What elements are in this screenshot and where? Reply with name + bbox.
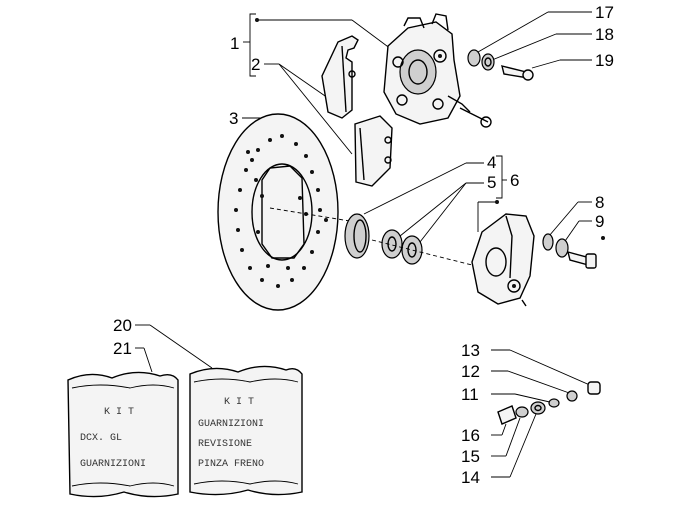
leader-21b bbox=[143, 347, 153, 373]
part-12 bbox=[566, 390, 578, 402]
callout-14: 14 bbox=[461, 468, 480, 487]
leader-17b bbox=[477, 11, 549, 53]
disc-holes bbox=[234, 134, 328, 288]
seal-5a bbox=[381, 229, 403, 259]
caliper-fittings bbox=[467, 49, 534, 81]
leader-14b bbox=[509, 413, 537, 478]
leader-9-dot bbox=[601, 236, 605, 240]
brake-pad-lower bbox=[354, 115, 393, 187]
callout-8: 8 bbox=[595, 193, 604, 212]
leader-16b bbox=[501, 423, 507, 436]
leader-2a bbox=[278, 63, 329, 99]
callout-4: 4 bbox=[487, 153, 496, 172]
leader-4b bbox=[363, 162, 467, 215]
part-15 bbox=[515, 406, 529, 418]
callout-13: 13 bbox=[461, 341, 480, 360]
bag-right-line3: REVISIONE bbox=[198, 439, 252, 450]
callout-18: 18 bbox=[595, 25, 614, 44]
callout-19: 19 bbox=[595, 51, 614, 70]
part-16 bbox=[497, 405, 517, 425]
leader-18b bbox=[491, 33, 557, 61]
leader-2b bbox=[278, 63, 353, 155]
bag-right-line2: GUARNIZIONI bbox=[198, 419, 264, 430]
leader-5a bbox=[399, 182, 467, 237]
part-13 bbox=[587, 381, 601, 395]
leader-5b bbox=[419, 182, 467, 243]
leader-6-dot bbox=[495, 200, 499, 204]
callout-1: 1 bbox=[230, 34, 239, 53]
callout-3: 3 bbox=[229, 109, 238, 128]
washer-8 bbox=[542, 233, 554, 251]
washer-17 bbox=[467, 49, 481, 67]
small-hardware-set bbox=[497, 381, 601, 425]
callout-15: 15 bbox=[461, 447, 480, 466]
bag-right-line1: K I T bbox=[224, 397, 254, 408]
leader-8b bbox=[548, 201, 579, 237]
leader-20b bbox=[149, 324, 213, 369]
callout-16: 16 bbox=[461, 426, 480, 445]
callout-20: 20 bbox=[113, 316, 132, 335]
bag-left-line1: K I T bbox=[104, 407, 134, 418]
callout-11: 11 bbox=[461, 385, 479, 404]
axis-line-disc bbox=[269, 207, 357, 223]
brake-caliper bbox=[383, 13, 492, 128]
washer-18 bbox=[481, 53, 495, 71]
leader-19b bbox=[531, 59, 561, 69]
callout-5: 5 bbox=[487, 173, 496, 192]
bag-right-line4: PINZA FRENO bbox=[198, 459, 264, 470]
part-14 bbox=[530, 401, 546, 415]
kit-bag-left: K I T DCX. GL GUARNIZIONI bbox=[67, 371, 179, 498]
callout-12: 12 bbox=[461, 362, 480, 381]
leader-11b bbox=[514, 393, 555, 404]
washer-9 bbox=[555, 238, 569, 258]
callout-17: 17 bbox=[595, 3, 614, 22]
callout-6: 6 bbox=[510, 171, 519, 190]
part-11 bbox=[548, 398, 560, 408]
callout-21: 21 bbox=[113, 339, 132, 358]
seal-5b bbox=[401, 235, 423, 265]
kit-bag-right: K I T GUARNIZIONI REVISIONE PINZA FRENO bbox=[189, 365, 303, 496]
leader-1-dot bbox=[255, 18, 259, 22]
callout-9: 9 bbox=[595, 212, 604, 231]
brake-disc bbox=[217, 113, 357, 311]
bracket-item-1 bbox=[249, 13, 256, 77]
bracket-items-4-5 bbox=[496, 155, 503, 199]
piston-seals bbox=[344, 213, 477, 267]
callout-labels: 1 2 3 4 5 6 8 9 11 12 13 14 15 16 17 18 … bbox=[113, 3, 614, 487]
callout-2: 2 bbox=[251, 55, 260, 74]
bag-left-line2: DCX. GL bbox=[80, 433, 122, 444]
seal-ring-4 bbox=[344, 213, 370, 259]
caliper-half-body bbox=[471, 213, 535, 307]
caliper-fastener bbox=[542, 233, 597, 269]
leader-12b bbox=[507, 370, 573, 395]
leader-lines bbox=[135, 11, 605, 478]
leader-13b bbox=[509, 349, 593, 387]
axis-line-seals bbox=[371, 239, 477, 267]
brake-pad-upper bbox=[321, 35, 359, 119]
bag-left-line3: GUARNIZIONI bbox=[80, 459, 146, 470]
leader-15b bbox=[505, 417, 521, 457]
